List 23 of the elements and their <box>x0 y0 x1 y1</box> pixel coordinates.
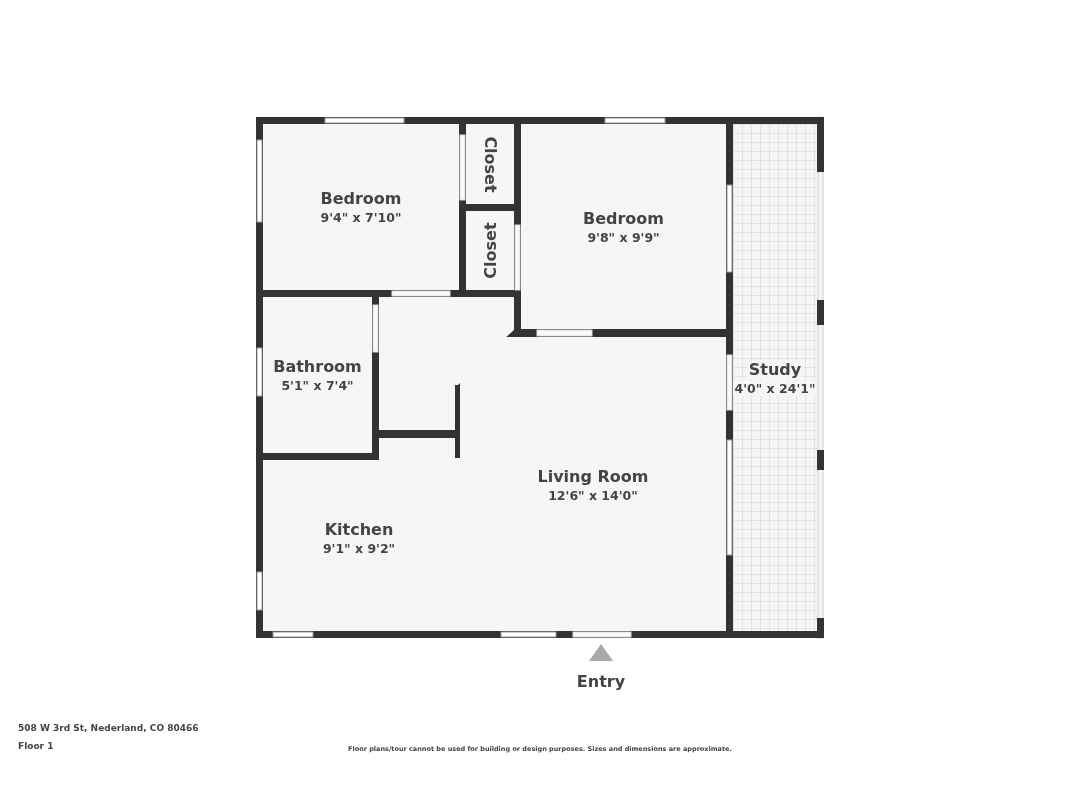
room-floor <box>466 124 514 204</box>
room-name: Closet <box>480 135 500 193</box>
floor-label: Floor 1 <box>18 741 54 751</box>
room-name: Bedroom <box>582 208 664 228</box>
room-name: Kitchen <box>324 520 394 539</box>
entry-label: Entry <box>576 672 626 691</box>
room-floor <box>466 211 514 290</box>
room-name: Living Room <box>537 467 649 486</box>
room-dimensions: 9'4" x 7'10" <box>320 210 402 225</box>
room-name: Study <box>746 359 804 379</box>
room-dimensions: 12'6" x 14'0" <box>548 488 638 503</box>
room-floor <box>521 124 726 329</box>
room-floor <box>263 124 459 290</box>
room-name: Bathroom <box>273 357 362 376</box>
room-dimensions: 9'1" x 9'2" <box>322 541 396 556</box>
room-dimensions: 9'8" x 9'9" <box>587 229 660 245</box>
address-text: 508 W 3rd St, Nederland, CO 80466 <box>18 723 199 733</box>
room-dimensions: 5'1" x 7'4" <box>281 378 354 393</box>
room-name: Closet <box>480 222 500 279</box>
room-floor <box>733 124 817 631</box>
room-name: Bedroom <box>320 189 402 208</box>
room-dimensions: 4'0" x 24'1" <box>732 380 818 396</box>
room-floor <box>263 297 372 453</box>
